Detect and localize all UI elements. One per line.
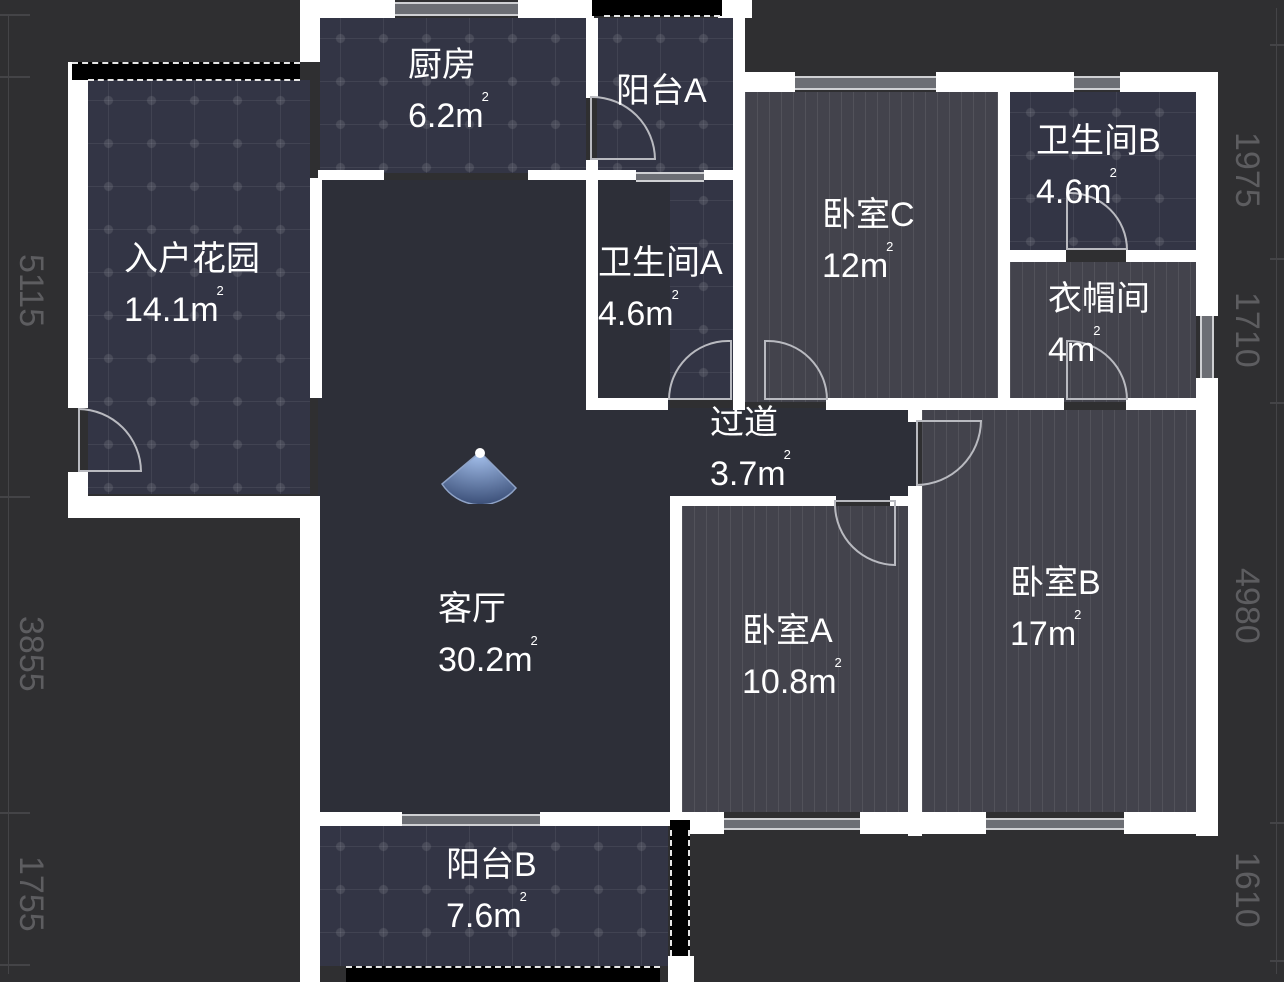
wall [704,170,736,180]
wall [826,398,1064,410]
wall [540,812,670,826]
balcony-railing-dash [688,830,690,956]
dimension-left-3: 1755 [12,856,50,932]
wall [908,408,922,422]
right-ruler-tick [1270,960,1284,962]
wall [300,0,395,18]
room-floor-hall[interactable] [670,408,916,500]
dimension-right-3: 4980 [1228,568,1266,644]
wall [718,0,752,18]
wall [745,72,795,92]
room-floor-kitchen[interactable] [320,18,586,173]
left-ruler-tick [0,812,30,814]
wall [680,812,724,834]
wall [318,170,384,180]
room-floor-balcony-b[interactable] [320,826,668,966]
left-ruler-tick [0,964,30,966]
balcony-railing-dash [604,15,720,17]
wall [668,956,694,982]
left-ruler-tick [0,496,30,498]
balcony-railing [72,62,300,80]
room-floor-bed-b[interactable] [922,410,1196,812]
wall [518,0,594,18]
right-ruler-line [1276,8,1277,974]
window [402,814,540,826]
dimension-right-1: 1975 [1228,132,1266,208]
dimension-left-1: 5115 [12,254,50,328]
wall [1196,378,1218,836]
left-ruler-tick [0,76,30,78]
wall [1196,72,1218,316]
left-ruler-tick [0,14,30,16]
balcony-railing [346,966,660,982]
window [1200,316,1214,378]
wall [1010,250,1066,262]
wall [68,496,318,518]
room-floor-garden[interactable] [88,80,310,494]
balcony-railing-dash [346,966,660,968]
wall [300,496,320,982]
right-ruler-tick [1270,258,1284,260]
wall [670,496,836,506]
wall [670,496,682,836]
window [1074,76,1120,90]
balcony-railing-dash [670,830,672,956]
balcony-railing-dash [88,79,300,81]
balcony-railing-dash [72,62,300,64]
wall [310,178,322,398]
left-ruler-line [8,14,9,974]
wall [908,486,922,836]
wall [998,92,1010,408]
balcony-railing [670,820,690,956]
wall [1120,72,1218,92]
wall [860,812,986,834]
window [395,2,518,16]
dimension-right-4: 1610 [1228,852,1266,928]
wall [318,812,402,826]
wall [890,496,914,506]
right-ruler-tick [1270,44,1284,46]
window [724,818,860,830]
room-label-balcony-a: 阳台A [616,72,707,110]
wall [1126,398,1198,410]
wall [1124,812,1218,834]
wall [586,398,668,410]
wall [68,62,88,408]
window [986,818,1124,830]
camera-viewpoint-icon[interactable] [440,448,518,504]
wall [733,18,745,410]
wall [1126,250,1198,262]
wall [936,72,1074,92]
wall [586,160,598,410]
wall [528,170,598,180]
balcony-railing [592,0,722,16]
window [636,172,704,182]
wall [596,170,636,180]
wall [586,18,598,98]
room-floor-bed-a[interactable] [682,506,908,812]
right-ruler-tick [1270,822,1284,824]
window [795,76,936,90]
right-ruler-tick [1270,402,1284,404]
dimension-left-2: 3855 [12,616,50,692]
dimension-right-2: 1710 [1228,292,1266,368]
